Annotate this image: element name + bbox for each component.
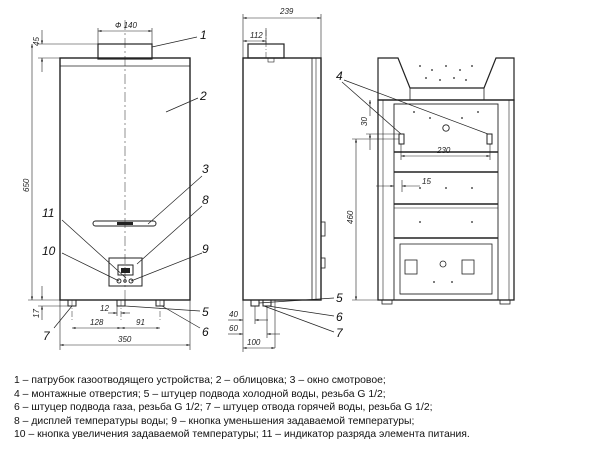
back-dimension-labels: 30 460 230 15 [346,117,451,224]
side-callout-labels: 5 6 7 [336,291,344,340]
legend-line: 6 – штуцер подвода газа, резьба G 1/2; 7… [14,402,433,414]
dim-bottom-height: 17 [32,309,41,318]
technical-drawing: Ф 140 45 650 17 12 128 91 350 1 2 3 8 11… [22,7,515,352]
side-dimensions [228,14,322,352]
callout-3: 3 [202,162,209,176]
dim-depth: 239 [279,7,294,16]
callout-11: 11 [42,206,54,220]
side-callout-6: 6 [336,310,343,324]
mounting-hole-right [486,133,493,145]
back-dots [413,65,479,283]
callout-1: 1 [200,28,207,42]
back-view [377,57,515,305]
increase-button [116,278,122,284]
callout-2: 2 [199,89,207,103]
decrease-button [128,278,134,284]
side-dimension-labels: 239 112 40 60 100 [229,7,294,347]
battery-indicator [123,279,127,283]
dim-inlet-offset: 12 [100,304,109,313]
mounting-hole-left [398,133,405,145]
back-casing [377,99,515,301]
dim-gas-offset: 91 [136,318,145,327]
dim-hole-height: 460 [346,210,355,224]
dim-offset-100: 100 [247,338,261,347]
dim-height: 650 [22,178,31,192]
back-dimensions [352,100,491,301]
callout-8: 8 [202,193,209,207]
legend-line: 4 – монтажные отверстия; 5 – штуцер подв… [14,388,386,400]
dim-width: 350 [118,335,132,344]
viewing-window [92,220,157,227]
control-panel [108,257,143,287]
dim-pipe-offset: 112 [250,31,263,40]
dim-offset-60: 60 [229,324,238,333]
callout-7: 7 [43,329,51,343]
side-view [242,30,326,307]
side-fitting-a [250,299,260,307]
dim-pipe-height: 45 [32,37,41,46]
callout-6: 6 [202,325,209,339]
side-callout-5: 5 [336,291,343,305]
legend-line: 1 – патрубок газоотводящего устройства; … [14,375,386,386]
legend: 1 – патрубок газоотводящего устройства; … [14,374,594,442]
legend-line: 10 – кнопка увеличения задаваемой темпер… [14,429,470,441]
dim-bracket-offset: 15 [422,177,431,186]
front-dimension-labels: Ф 140 45 650 17 12 128 91 350 [22,21,145,344]
legend-line: 8 – дисплей температуры воды; 9 – кнопка… [14,415,415,427]
front-dimensions [28,28,191,350]
front-callout-labels: 1 2 3 8 11 10 9 5 7 6 [42,28,209,343]
dim-pipe-diameter: Ф 140 [115,21,137,30]
callout-5: 5 [202,305,209,319]
callout-9: 9 [202,242,209,256]
side-casing [242,57,322,301]
dim-hole-spacing: 230 [436,146,451,155]
side-callouts [258,297,335,333]
side-callout-7: 7 [336,326,344,340]
front-view [59,20,191,320]
back-top-frame [377,57,515,101]
dim-top-offset: 30 [360,117,369,126]
temperature-display [117,264,134,276]
callout-10: 10 [42,244,56,258]
back-callout-4: 4 [336,69,343,83]
dim-left-offset: 128 [90,318,104,327]
back-callouts [341,79,489,135]
dim-offset-40: 40 [229,310,238,319]
front-callouts [53,36,203,329]
